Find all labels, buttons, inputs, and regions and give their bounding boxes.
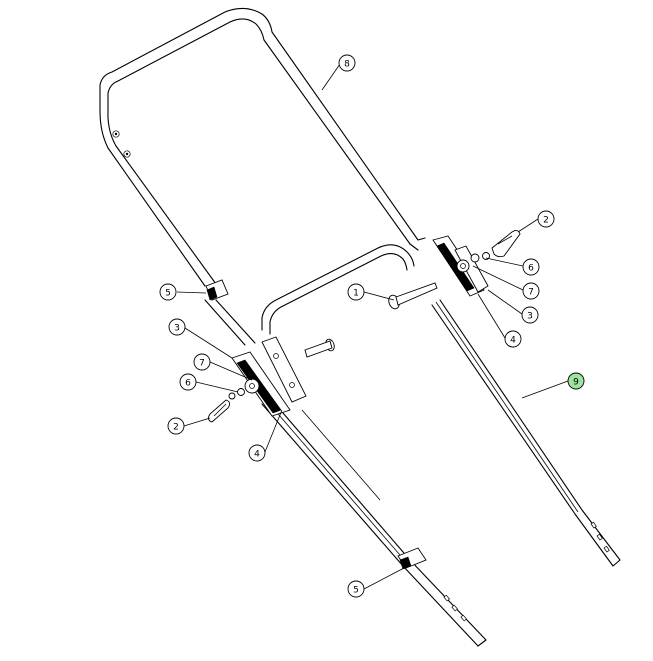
- callout-7-left: 7: [193, 353, 211, 371]
- svg-text:1: 1: [353, 289, 359, 299]
- svg-text:2: 2: [543, 216, 549, 226]
- svg-text:5: 5: [165, 289, 171, 299]
- svg-text:4: 4: [510, 336, 516, 346]
- right-pivot-assembly: [432, 229, 521, 297]
- callout-5-upper: 5: [159, 283, 177, 301]
- callout-3-right: 3: [521, 306, 539, 324]
- svg-text:6: 6: [528, 264, 534, 274]
- svg-text:2: 2: [173, 423, 179, 433]
- callout-5-lower: 5: [347, 580, 365, 598]
- svg-text:3: 3: [174, 324, 180, 334]
- callout-6-right: 6: [522, 258, 540, 276]
- svg-text:6: 6: [185, 379, 191, 389]
- cable-guide-upper: [205, 279, 229, 301]
- callout-3-left: 3: [168, 318, 186, 336]
- svg-text:3: 3: [527, 312, 533, 322]
- callout-2-left: 2: [167, 417, 185, 435]
- callout-6-left: 6: [179, 373, 197, 391]
- upper-handle-part-8: [99, 7, 426, 346]
- left-pivot-assembly: [207, 336, 335, 423]
- callout-4-right: 4: [504, 330, 522, 348]
- callout-7-right: 7: [522, 282, 540, 300]
- cable-guide-lower: [397, 547, 427, 570]
- leader-lines: [176, 63, 569, 590]
- svg-text:9: 9: [573, 378, 579, 388]
- callout-8: 8: [338, 54, 356, 72]
- svg-text:4: 4: [254, 450, 260, 460]
- lower-handle-part-9: [261, 244, 621, 647]
- callout-9: 9: [567, 372, 585, 390]
- carriage-bolt-part-1: [388, 282, 438, 310]
- svg-text:7: 7: [528, 288, 534, 298]
- svg-text:8: 8: [344, 60, 350, 70]
- svg-text:5: 5: [353, 586, 359, 596]
- callout-4-left: 4: [248, 444, 266, 462]
- svg-text:7: 7: [199, 359, 205, 369]
- callout-2-right: 2: [537, 210, 555, 228]
- callout-1: 1: [347, 283, 365, 301]
